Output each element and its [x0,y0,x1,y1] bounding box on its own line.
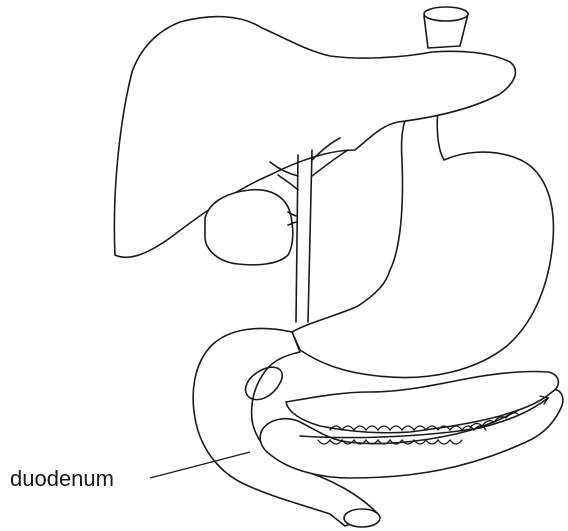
duodenum-label: duodenum [10,466,114,491]
duodenum-end [344,509,380,527]
gallbladder [205,190,293,265]
oesophagus [424,7,468,48]
